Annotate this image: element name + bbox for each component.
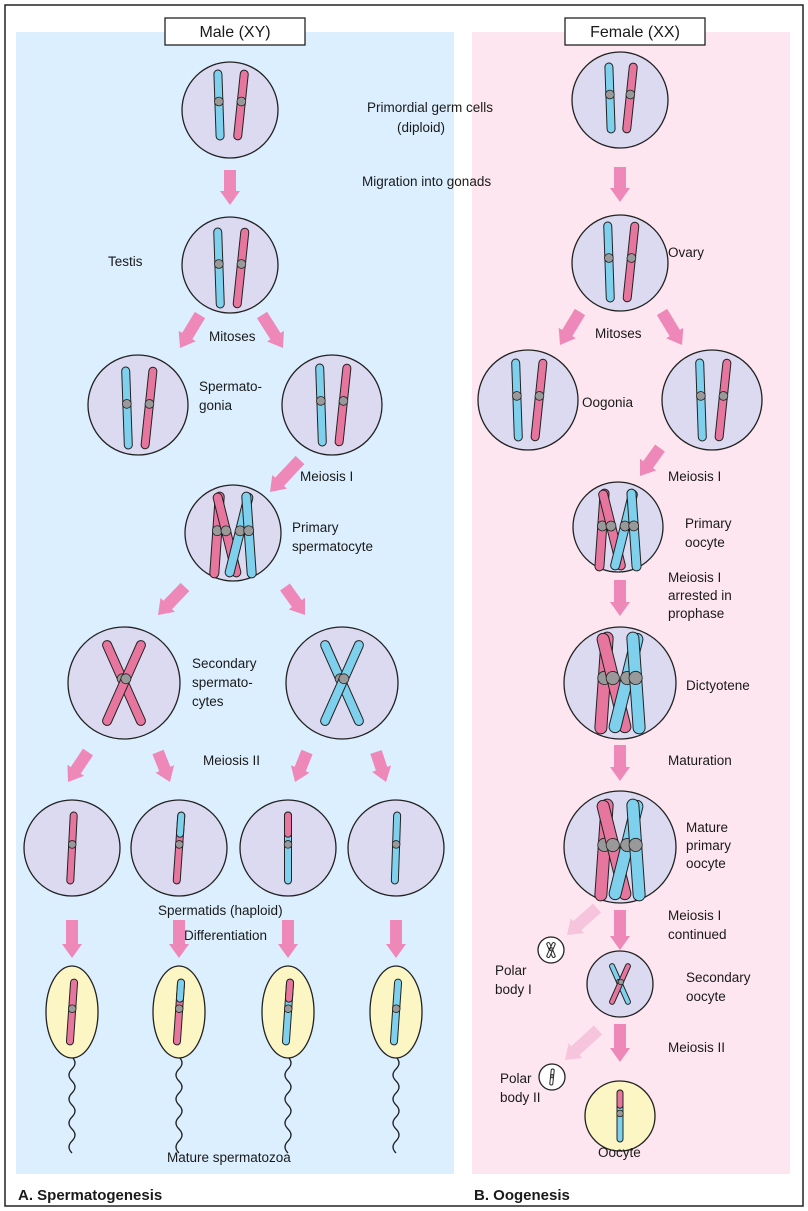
label-secondary-spermatocytes-2: spermato- <box>192 675 253 690</box>
label-secondary-spermatocytes: Secondary <box>192 656 257 671</box>
caption-spermatogenesis: A. Spermatogenesis <box>18 1187 162 1204</box>
label-maturation: Maturation <box>668 753 732 768</box>
centromere <box>243 525 254 536</box>
label-primordial: Primordial germ cells <box>367 100 493 115</box>
chromatid-segment <box>176 812 185 838</box>
oocyte-chromosome <box>617 1090 624 1142</box>
label-polar-body2: Polar <box>500 1071 532 1086</box>
centromere <box>392 840 400 848</box>
centromere <box>68 840 76 848</box>
label-arrested-1: Meiosis I <box>668 570 721 585</box>
chromatid-segment <box>285 979 294 1003</box>
primordial-cell-male <box>182 62 278 158</box>
label-dictyotene: Dictyotene <box>686 678 750 693</box>
centromere <box>284 1005 292 1013</box>
label-spermatids: Spermatids (haploid) <box>158 903 283 918</box>
centromere <box>175 1005 183 1013</box>
centromere <box>604 253 613 262</box>
centromere <box>237 97 247 107</box>
label-mitoses-female: Mitoses <box>595 326 642 341</box>
label-meiosis1-continued-2: continued <box>668 927 727 942</box>
label-arrested-3: prophase <box>668 606 724 621</box>
label-mature-primary-2: primary <box>686 838 731 853</box>
oogonium-right <box>662 350 762 450</box>
label-secondary-spermatocytes-3: cytes <box>192 694 224 709</box>
centromere <box>284 841 292 849</box>
caption-oogenesis: B. Oogenesis <box>474 1187 570 1204</box>
label-differentiation: Differentiation <box>184 928 267 943</box>
label-spermatogonia-2: gonia <box>199 398 233 413</box>
label-ovary: Ovary <box>668 245 704 260</box>
centromere <box>214 259 223 268</box>
centromere <box>392 1005 400 1013</box>
centromere <box>339 396 349 406</box>
centromere <box>175 840 183 848</box>
centromere <box>626 90 636 100</box>
chromatid-segment <box>617 1090 623 1108</box>
oogonium-left <box>478 350 578 450</box>
centromere <box>617 1110 624 1117</box>
label-primary-oocyte-2: oocyte <box>685 535 725 550</box>
female-header: Female (XX) <box>590 24 680 41</box>
centromere <box>535 391 545 401</box>
label-meiosis1-female: Meiosis I <box>668 469 721 484</box>
centromere <box>68 1005 76 1013</box>
label-migration: Migration into gonads <box>362 174 491 189</box>
label-arrested-2: arrested in <box>668 588 732 603</box>
label-primary-oocyte: Primary <box>685 516 732 531</box>
centromere <box>122 399 131 408</box>
centromere <box>629 838 643 852</box>
label-mitoses-male: Mitoses <box>209 329 256 344</box>
label-oocyte: Oocyte <box>598 1145 641 1160</box>
spermatogonium-right <box>282 355 382 455</box>
label-polar-body1-2: body I <box>495 982 532 997</box>
label-primary-spermatocyte: Primary <box>292 520 339 535</box>
label-oogonia: Oogonia <box>582 395 634 410</box>
label-mature-spermatozoa: Mature spermatozoa <box>167 1150 291 1165</box>
centromere <box>719 391 729 401</box>
chromatid-segment <box>285 812 292 837</box>
label-meiosis1-male: Meiosis I <box>300 469 353 484</box>
centromere <box>214 97 223 106</box>
label-spermatogonia: Spermato- <box>199 379 262 394</box>
label-meiosis2-female: Meiosis II <box>668 1040 725 1055</box>
label-mature-primary: Mature <box>686 820 728 835</box>
centromere <box>629 671 643 685</box>
label-secondary-oocyte: Secondary <box>686 970 751 985</box>
centromere <box>627 253 637 263</box>
chromatid-segment <box>176 979 185 1003</box>
ovary-cell <box>572 215 668 311</box>
label-polar-body1: Polar <box>495 963 527 978</box>
label-meiosis2-male: Meiosis II <box>203 753 260 768</box>
primordial-cell-female <box>572 52 668 148</box>
spermatogonium-left <box>88 355 188 455</box>
label-testis: Testis <box>108 254 143 269</box>
centromere <box>696 391 705 400</box>
label-mature-primary-3: oocyte <box>686 856 726 871</box>
label-meiosis1-continued: Meiosis I <box>668 908 721 923</box>
testis-cell <box>182 217 278 313</box>
centromere <box>512 391 521 400</box>
label-polar-body2-2: body II <box>500 1090 541 1105</box>
centromere <box>550 1074 554 1078</box>
spermatid-chromosome <box>284 812 292 884</box>
centromere <box>605 90 614 99</box>
label-primary-spermatocyte-2: spermatocyte <box>292 539 373 554</box>
label-primordial-diploid: (diploid) <box>397 120 445 135</box>
centromere <box>628 521 639 532</box>
centromere <box>237 259 247 269</box>
centromere <box>145 399 155 409</box>
male-header: Male (XY) <box>199 24 270 41</box>
centromere <box>316 396 325 405</box>
label-secondary-oocyte-2: oocyte <box>686 989 726 1004</box>
